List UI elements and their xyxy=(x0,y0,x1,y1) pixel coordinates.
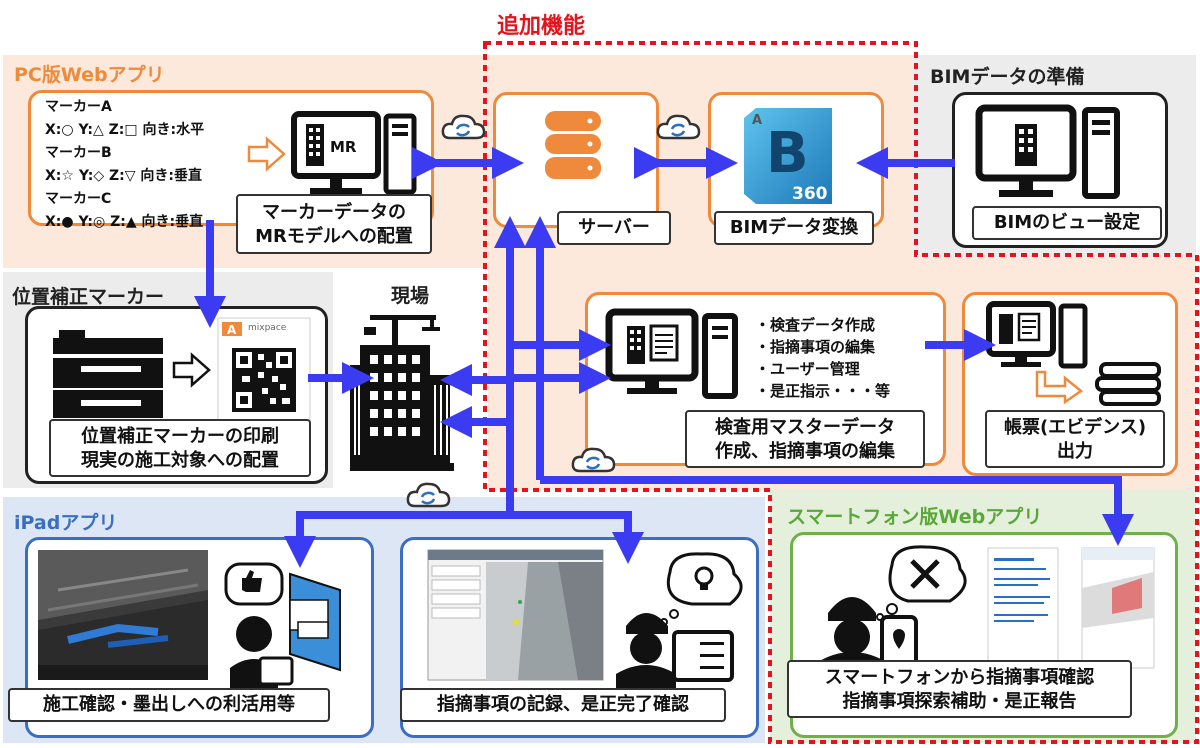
bim-view-pc-icon xyxy=(975,104,1120,199)
cloud-sync-icon-4 xyxy=(406,482,451,508)
marker-print-label-line2: 現実の施工対象への配置 xyxy=(81,450,279,471)
bim-b-letter: B xyxy=(766,121,809,186)
qr-a-letter: A xyxy=(227,323,237,337)
worker-tablet-icon xyxy=(224,562,341,690)
hollow-arrow-icon-3 xyxy=(1035,370,1084,405)
phone-label: スマートフォンから指摘事項確認 指摘事項探索補助・是正報告 xyxy=(787,660,1132,718)
bim360-logo: A B 360 xyxy=(744,108,832,204)
arrow-trunk-ipad xyxy=(296,511,644,564)
report-label-line1: 帳票(エビデンス) xyxy=(1003,417,1147,438)
marker-mr-label: マーカーデータの MRモデルへの配置 xyxy=(236,194,432,254)
ipad-ar-photo xyxy=(38,550,208,680)
marker-mr-label-line2: MRモデルへの配置 xyxy=(255,226,413,247)
qr-marker-icon: A mixpace xyxy=(217,317,311,425)
marker-a-name: マーカーA xyxy=(45,99,112,115)
bim-prep-heading: BIMデータの準備 xyxy=(930,66,1085,88)
phone-label-line1: スマートフォンから指摘事項確認 xyxy=(824,667,1095,688)
cloud-sync-icon-3 xyxy=(571,447,616,473)
bullet-2: ・指摘事項の編集 xyxy=(755,338,876,356)
ipad-label-2: 指摘事項の記録、是正完了確認 xyxy=(400,688,726,722)
mr-screen-text: MR xyxy=(330,138,357,156)
marker-print-label: 位置補正マーカーの印刷 現実の施工対象への配置 xyxy=(49,419,311,477)
marker-print-label-line1: 位置補正マーカーの印刷 xyxy=(81,426,279,447)
phone-app-heading: スマートフォン版Webアプリ xyxy=(787,506,1043,528)
marker-b-name: マーカーB xyxy=(45,145,112,161)
pc-app-heading: PC版Webアプリ xyxy=(14,64,165,86)
server-label: サーバー xyxy=(557,211,671,245)
marker-list: マーカーA X:○ Y:△ Z:□ 向き:水平 マーカーB X:☆ Y:◇ Z:… xyxy=(45,96,204,234)
bullet-3: ・ユーザー管理 xyxy=(755,360,860,378)
ipad-app-heading: iPadアプリ xyxy=(14,512,118,534)
worker-idea-icon xyxy=(616,552,743,692)
master-bullets: ・検査データ作成 ・指摘事項の編集 ・ユーザー管理 ・是正指示・・・等 xyxy=(755,314,890,402)
marker-c-coords: X:● Y:◎ Z:▲ 向き:垂直 xyxy=(45,214,204,230)
marker-c-name: マーカーC xyxy=(45,191,112,207)
marker-mr-label-line1: マーカーデータの xyxy=(262,202,406,223)
bim360-number: 360 xyxy=(792,184,828,204)
hollow-arrow-icon-2 xyxy=(172,352,211,388)
report-label: 帳票(エビデンス) 出力 xyxy=(985,410,1165,468)
arrow-trunk-phone xyxy=(540,476,1134,546)
bim-view-label: BIMのビュー設定 xyxy=(972,206,1162,240)
master-label-line1: 検査用マスターデータ xyxy=(715,417,895,438)
marker-heading: 位置補正マーカー xyxy=(12,286,165,308)
report-label-line2: 出力 xyxy=(1057,441,1093,462)
master-label-line2: 作成、指摘事項の編集 xyxy=(715,441,895,462)
added-features-heading: 追加機能 xyxy=(497,14,586,39)
books-icon xyxy=(1095,362,1161,406)
master-data-label: 検査用マスターデータ 作成、指摘事項の編集 xyxy=(685,410,925,468)
marker-b-coords: X:☆ Y:◇ Z:▽ 向き:垂直 xyxy=(45,168,202,184)
bim-a-letter: A xyxy=(752,113,762,128)
bullet-4: ・是正指示・・・等 xyxy=(755,382,891,400)
bim-convert-label: BIMデータ変換 xyxy=(714,211,874,245)
site-heading: 現場 xyxy=(391,285,430,307)
printer-icon xyxy=(53,330,163,418)
database-icon xyxy=(545,111,601,179)
phone-screenshot-2 xyxy=(1081,547,1155,669)
ipad-inspection-screen xyxy=(427,549,604,681)
marker-a-coords: X:○ Y:△ Z:□ 向き:水平 xyxy=(45,122,205,138)
cloud-sync-icon-2 xyxy=(656,114,701,140)
ipad-label-1: 施工確認・墨出しへの利活用等 xyxy=(8,688,330,722)
hollow-arrow-icon xyxy=(247,136,286,172)
phone-label-line2: 指摘事項探索補助・是正報告 xyxy=(842,691,1077,712)
qr-brand-text: mixpace xyxy=(248,323,287,333)
bullet-1: ・検査データ作成 xyxy=(755,316,876,334)
cloud-sync-icon xyxy=(441,114,486,140)
